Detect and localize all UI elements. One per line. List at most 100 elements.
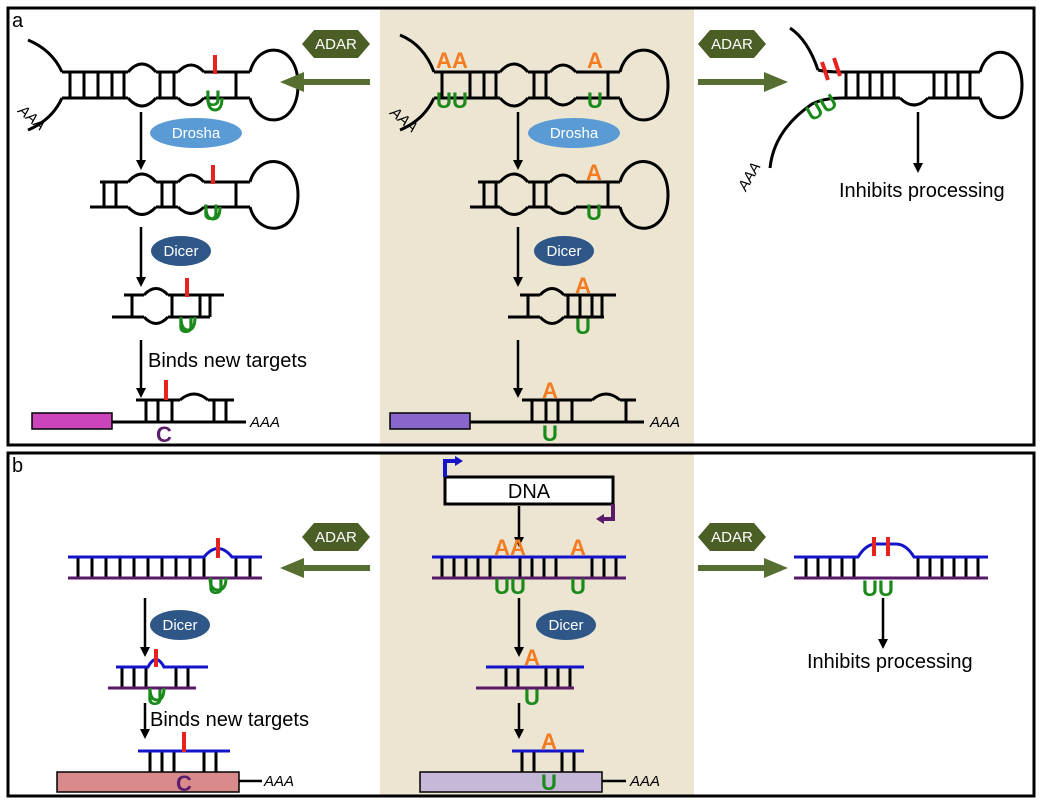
b-center-a-1: A bbox=[494, 535, 510, 560]
b-left-polya: AAA bbox=[263, 773, 294, 790]
a-adar-left-hexagon bbox=[302, 30, 370, 58]
a-left-dicer-ellipse bbox=[151, 236, 211, 266]
b-right-u-2: U bbox=[878, 576, 894, 601]
b-left-sirna-duplex bbox=[108, 658, 208, 690]
a-center-pre-u: U bbox=[586, 200, 602, 225]
b-promoter-reverse-icon bbox=[603, 504, 615, 521]
a-center-duplex-u: U bbox=[575, 314, 591, 339]
a-adar-right-arrow bbox=[698, 72, 788, 92]
b-center-polya: AAA bbox=[629, 773, 660, 790]
a-left-polya-bottom: AAA bbox=[249, 414, 280, 431]
a-left-dicer-label: Dicer bbox=[163, 243, 198, 260]
panel-a-left-pre-mirna bbox=[90, 160, 300, 230]
b-center-bound-sirna bbox=[512, 749, 584, 772]
a-center-a-2: A bbox=[452, 48, 468, 73]
b-promoter-forward-head bbox=[455, 456, 463, 466]
a-left-u-bulge bbox=[206, 97, 224, 112]
b-center-bound-u: U bbox=[541, 770, 557, 795]
panel-a-center-pre-mirna bbox=[470, 160, 670, 230]
a-center-drosha-ellipse bbox=[528, 118, 620, 148]
b-center-u-2: U bbox=[510, 574, 526, 599]
a-center-duplex-a: A bbox=[575, 273, 591, 298]
b-left-binds-new-targets: Binds new targets bbox=[150, 709, 309, 731]
b-left-bound-sirna bbox=[138, 749, 230, 772]
a-center-u-3: U bbox=[587, 88, 603, 113]
b-dna-box bbox=[443, 475, 615, 506]
b-center-duplex-a: A bbox=[524, 645, 540, 670]
a-left-bound-mirna bbox=[136, 392, 234, 422]
a-center-bound-a: A bbox=[542, 378, 558, 403]
a-left-target-mrna-box bbox=[31, 412, 113, 430]
a-right-edit-mark-1 bbox=[820, 61, 830, 81]
b-adar-right-hexagon bbox=[698, 523, 766, 551]
panel-b-label: b bbox=[12, 455, 23, 477]
panel-a-right-pri-mirna bbox=[768, 26, 1024, 169]
a-left-binds-new-targets: Binds new targets bbox=[148, 350, 307, 372]
b-left-dicer-ellipse bbox=[150, 610, 210, 640]
a-adar-right-hexagon bbox=[698, 30, 766, 58]
b-center-a-3: A bbox=[570, 535, 586, 560]
panel-a-label: a bbox=[12, 10, 24, 32]
b-adar-left-hexagon bbox=[302, 523, 370, 551]
b-center-bound-a: A bbox=[541, 729, 557, 754]
a-left-pre-u-bulge bbox=[204, 206, 222, 221]
panel-a-left-pri-mirna bbox=[27, 38, 300, 132]
a-center-bound-mirna bbox=[522, 392, 636, 422]
b-center-sirna-duplex bbox=[476, 665, 584, 690]
b-center-dicer-ellipse bbox=[536, 610, 596, 640]
a-center-dicer-label: Dicer bbox=[546, 243, 581, 260]
a-left-drosha-label: Drosha bbox=[172, 125, 221, 142]
b-left-dsrna bbox=[68, 547, 262, 580]
b-right-inhibits-processing: Inhibits processing bbox=[807, 651, 973, 673]
a-left-drosha-ellipse bbox=[150, 118, 242, 148]
b-right-u-1: U bbox=[862, 576, 878, 601]
a-left-c-letter: C bbox=[156, 422, 172, 447]
a-left-pre-u-letter: U bbox=[203, 200, 219, 225]
b-center-u-3: U bbox=[570, 574, 586, 599]
a-right-edit-mark-2 bbox=[832, 57, 842, 77]
panel-a-center-mirna-duplex bbox=[508, 287, 616, 325]
b-left-target-mrna-box bbox=[56, 771, 240, 793]
b-left-dicer-label: Dicer bbox=[162, 617, 197, 634]
a-right-polya-top: AAA bbox=[734, 159, 764, 194]
b-left-duplex-u-letter: U bbox=[147, 685, 163, 710]
b-adar-right-label: ADAR bbox=[711, 529, 753, 546]
a-adar-right-label: ADAR bbox=[711, 36, 753, 53]
a-center-a-3: A bbox=[587, 48, 603, 73]
b-promoter-reverse-head bbox=[596, 514, 604, 524]
b-right-dsrna bbox=[794, 542, 988, 580]
b-center-dsrna bbox=[432, 555, 626, 580]
a-center-bound-u: U bbox=[542, 421, 558, 446]
panel-a-left-mirna-duplex bbox=[112, 287, 224, 325]
a-center-a-1: A bbox=[436, 48, 452, 73]
b-promoter-forward-icon bbox=[443, 459, 456, 477]
b-center-a-2: A bbox=[510, 535, 526, 560]
b-left-duplex-u-bulge bbox=[148, 687, 166, 702]
b-left-u-letter: U bbox=[208, 574, 224, 599]
a-adar-left-label: ADAR bbox=[315, 36, 357, 53]
b-adar-left-arrow bbox=[280, 558, 370, 578]
a-left-duplex-u-bulge bbox=[179, 316, 197, 332]
a-center-target-mrna-box bbox=[389, 412, 471, 430]
a-center-polya-bottom: AAA bbox=[649, 414, 680, 431]
b-dna-label: DNA bbox=[508, 481, 551, 503]
b-left-u-bulge bbox=[208, 577, 228, 592]
a-right-inhibits-processing: Inhibits processing bbox=[839, 180, 1005, 202]
b-left-c-letter: C bbox=[176, 771, 192, 796]
a-center-u-2: U bbox=[452, 88, 468, 113]
a-left-duplex-u-letter: U bbox=[178, 313, 194, 338]
b-adar-right-arrow bbox=[698, 558, 788, 578]
a-center-pre-a: A bbox=[586, 160, 602, 185]
panel-a-frame bbox=[6, 6, 1036, 447]
b-adar-left-label: ADAR bbox=[315, 529, 357, 546]
panel-a-center-pri-mirna bbox=[399, 33, 670, 132]
a-adar-left-arrow bbox=[280, 72, 370, 92]
a-center-u-1: U bbox=[436, 88, 452, 113]
a-center-dicer-ellipse bbox=[534, 236, 594, 266]
b-center-dicer-label: Dicer bbox=[548, 617, 583, 634]
b-center-u-1: U bbox=[494, 574, 510, 599]
a-left-u-letter: U bbox=[205, 86, 221, 111]
panel-b-frame bbox=[6, 451, 1036, 798]
panel-a-center-background bbox=[380, 9, 694, 444]
